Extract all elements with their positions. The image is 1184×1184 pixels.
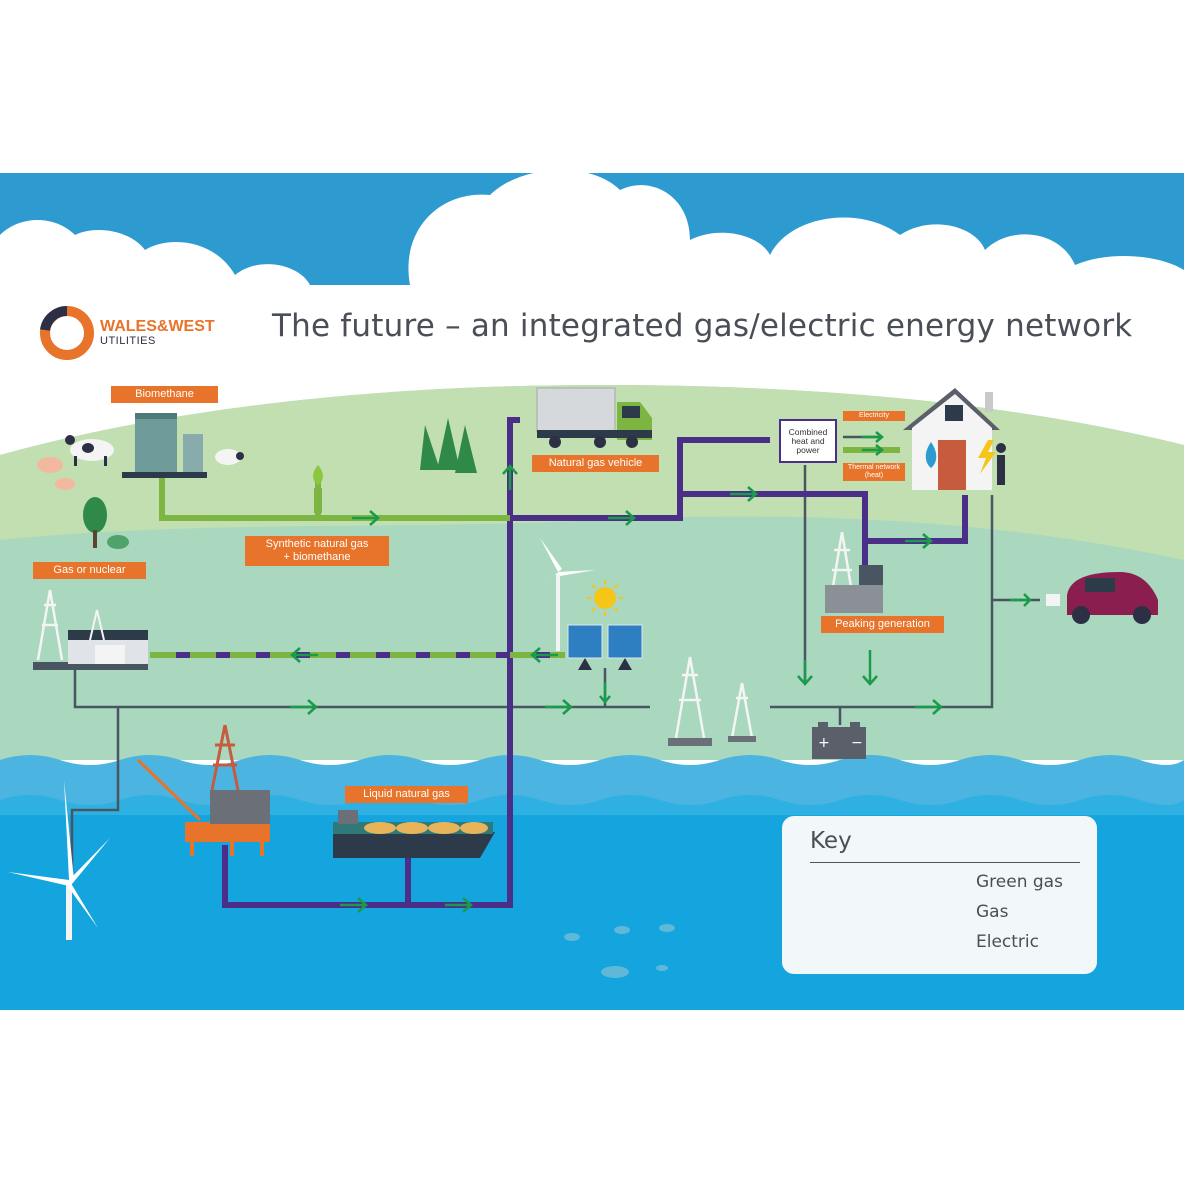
logo-subtitle: UTILITIES: [100, 335, 156, 347]
arrow-down: [797, 660, 813, 686]
arrow-right: [608, 510, 636, 526]
biomethane-plant-icon: [122, 413, 207, 478]
wind-turbine-icon: [528, 538, 595, 651]
house-icon: [903, 388, 1006, 490]
thermal-network-label: Thermal network (heat): [843, 463, 905, 481]
arrow-right: [352, 510, 380, 526]
arrow-right: [545, 699, 573, 715]
tree-icon: [83, 497, 129, 549]
sun-icon: [587, 580, 623, 616]
gas-or-nuclear-label: Gas or nuclear: [33, 562, 146, 579]
chp-box: Combined heat and power: [779, 419, 837, 463]
cow-icon: [65, 435, 114, 466]
arrow-right: [862, 431, 884, 443]
arrow-right: [445, 897, 473, 913]
synthetic-gas-label: Synthetic natural gas + biomethane: [245, 536, 389, 566]
oil-rig-icon: [136, 724, 270, 856]
logo-name: WALES&WEST: [100, 318, 215, 335]
legend-title: Key: [810, 828, 852, 854]
page-title: The future – an integrated gas/electric …: [272, 308, 1133, 344]
battery-icon: + −: [812, 722, 866, 759]
biomethane-label: Biomethane: [111, 386, 218, 403]
legend-item-gas: Gas: [976, 902, 1009, 922]
peaking-generation-label: Peaking generation: [821, 616, 944, 633]
arrow-up: [502, 464, 518, 490]
legend-divider: [810, 862, 1080, 863]
ship-icon: [333, 810, 495, 858]
forest-icon: [420, 418, 477, 473]
arrow-right: [905, 533, 933, 549]
sea-wave: [0, 795, 1184, 815]
truck-icon: [536, 387, 652, 448]
pylon-icon: [674, 531, 856, 739]
flow-arrows: [290, 431, 1032, 913]
liquid-natural-gas-label: Liquid natural gas: [345, 786, 468, 803]
legend-item-green-gas: Green gas: [976, 872, 1063, 892]
arrow-right: [730, 486, 758, 502]
arrow-left: [530, 647, 558, 663]
legend-item-electric: Electric: [976, 932, 1039, 952]
arrow-right: [340, 897, 368, 913]
svg-text:−: −: [851, 735, 863, 751]
arrow-right: [915, 699, 943, 715]
arrow-right: [1010, 593, 1032, 607]
arrow-down: [599, 682, 611, 704]
sheep-icon: [215, 449, 244, 465]
legend: [782, 816, 1097, 974]
offshore-wind-turbine-icon: [8, 780, 110, 940]
fish-icon: [564, 924, 675, 978]
arrow-left: [290, 647, 318, 663]
peaking-plant-icon: [825, 585, 883, 613]
solar-panel-icon: [567, 624, 643, 670]
arrow-down: [862, 650, 878, 686]
flame-icon: [313, 465, 323, 513]
arrow-right: [862, 444, 884, 456]
natural-gas-vehicle-label: Natural gas vehicle: [532, 455, 659, 472]
logo-icon: [40, 305, 94, 360]
power-station-icon: [33, 589, 148, 670]
pig-icon: [37, 457, 75, 490]
electricity-label: Electricity: [843, 411, 905, 421]
electric-car-icon: [1046, 572, 1158, 624]
svg-text:+: +: [818, 735, 830, 751]
arrow-right: [290, 699, 318, 715]
